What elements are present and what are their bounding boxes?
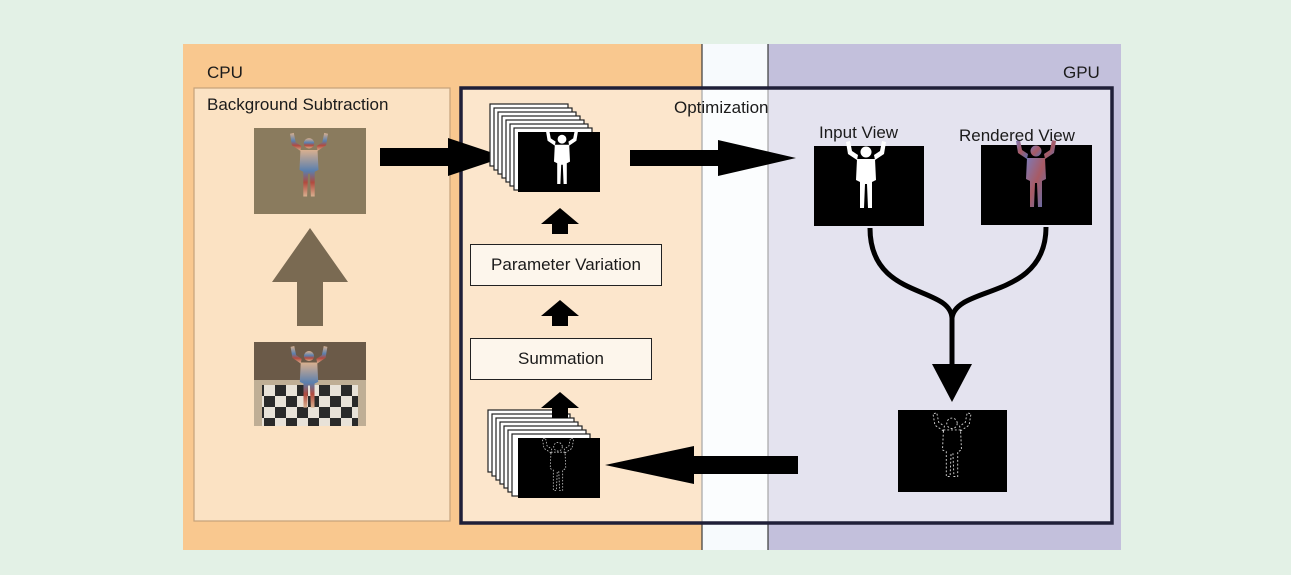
up-arrow-summation [541, 300, 579, 326]
arrow-to-difference-stack [605, 446, 798, 484]
arrow-to-silhouette-stack [380, 138, 505, 176]
gpu-label: GPU [1063, 63, 1100, 82]
cpu-label: CPU [207, 63, 243, 82]
difference-stack [487, 409, 600, 498]
rendered-view-image [981, 140, 1092, 225]
optimization-label: Optimization [674, 98, 769, 117]
summation-box: Summation [470, 338, 652, 380]
difference-image [898, 410, 1007, 492]
parameter-variation-label: Parameter Variation [491, 255, 641, 274]
up-arrow-stack [541, 208, 579, 234]
silhouette-stack [489, 103, 600, 192]
input-view-label: Input View [819, 123, 899, 142]
arrow-to-input-view [630, 140, 796, 176]
summation-label: Summation [518, 349, 604, 368]
input-view-image [814, 141, 924, 226]
up-arrow-difference [541, 392, 579, 418]
comparison-merge-arrow [867, 226, 1049, 372]
camera-photo [254, 342, 366, 426]
background-subtraction-label: Background Subtraction [207, 95, 389, 114]
capture-arrow [272, 228, 348, 326]
subtracted-photo [254, 128, 366, 214]
parameter-variation-box: Parameter Variation [470, 244, 662, 286]
rendered-view-label: Rendered View [959, 126, 1075, 145]
comparison-arrowhead [932, 364, 972, 402]
